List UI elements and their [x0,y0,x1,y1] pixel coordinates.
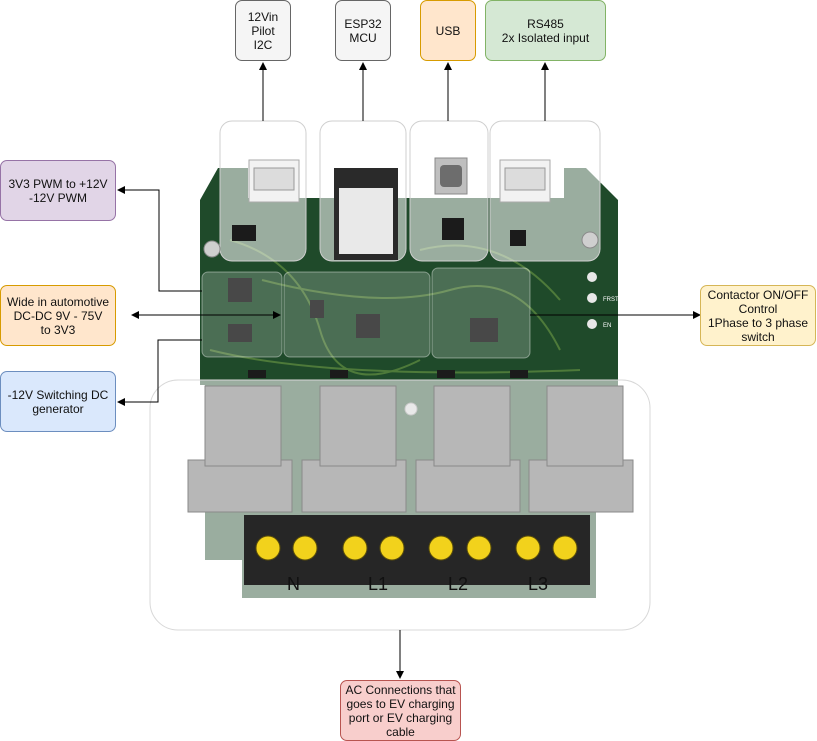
terminal-label-n: N [287,574,300,594]
led-label-frst: FRST [603,297,619,303]
label-usb: USB [420,0,476,61]
led-label-en: EN [603,323,611,329]
terminal-label-l3: L3 [528,574,548,594]
jst-connector-pilot [248,159,300,203]
label-pilot-i2c: 12Vin Pilot I2C [235,0,291,61]
esp32-module [334,168,398,260]
status-leds [587,272,597,329]
smd-components [228,218,528,378]
terminal-label-l2: L2 [448,574,468,594]
label-contactor: Contactor ON/OFF Control 1Phase to 3 pha… [700,285,816,346]
label-rs485: RS485 2x Isolated input [485,0,606,61]
jst-connector-rs485 [499,159,551,203]
label-dcdc: Wide in automotive DC-DC 9V - 75V to 3V3 [0,285,116,346]
label-pwm: 3V3 PWM to +12V -12V PWM [0,160,116,221]
terminal-blocks [244,515,590,585]
connector-arrows [117,62,701,679]
usb-c-connector [434,157,468,195]
label-neg12v: -12V Switching DC generator [0,371,116,432]
terminal-label-l1: L1 [368,574,388,594]
label-esp32-mcu: ESP32 MCU [335,0,391,61]
block-overlays [201,267,531,359]
label-ac-connections: AC Connections that goes to EV charging … [340,680,461,741]
relays [187,385,634,513]
